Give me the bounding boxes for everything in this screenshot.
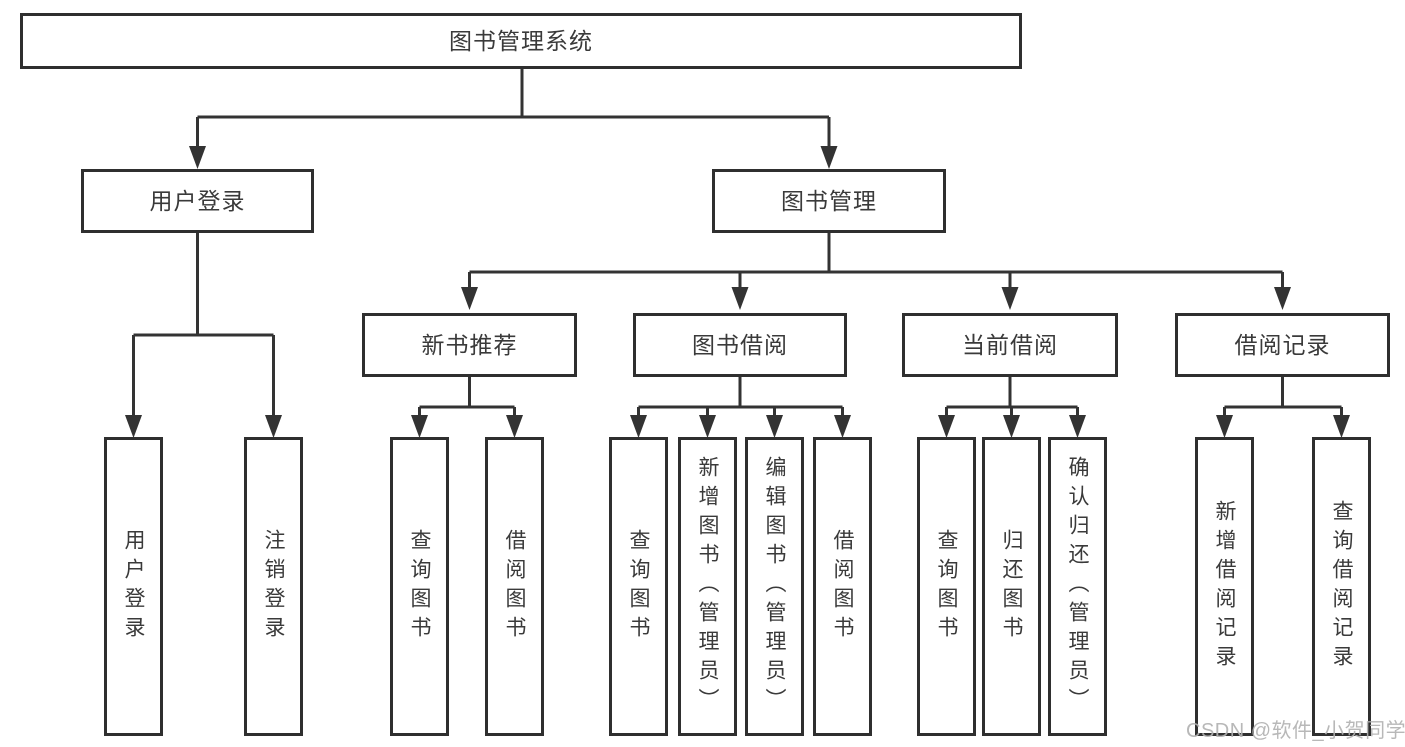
node-leaf-query-books-recommend: 查询图书 — [390, 437, 449, 736]
node-leaf-query-books-current: 查询图书 — [917, 437, 976, 736]
node-book-borrow: 图书借阅 — [633, 313, 847, 377]
node-book-management-branch: 图书管理 — [712, 169, 946, 233]
csdn-watermark: CSDN @软件_小贺同学 — [1186, 720, 1405, 742]
connector-new-book-recommend — [411, 377, 523, 438]
node-leaf-confirm-return-admin: 确认归还（管理员） — [1048, 437, 1107, 736]
node-leaf-query-borrow-record: 查询借阅记录 — [1312, 437, 1371, 736]
node-leaf-borrow-books: 借阅图书 — [813, 437, 872, 736]
node-leaf-logout: 注销登录 — [244, 437, 303, 736]
node-leaf-edit-books-admin: 编辑图书（管理员） — [745, 437, 804, 736]
node-leaf-query-books-borrow: 查询图书 — [609, 437, 668, 736]
node-leaf-borrow-books-recommend: 借阅图书 — [485, 437, 544, 736]
node-borrow-records: 借阅记录 — [1175, 313, 1390, 377]
connector-borrow-records — [1216, 377, 1350, 438]
node-leaf-add-books-admin: 新增图书（管理员） — [678, 437, 737, 736]
node-user-login-branch: 用户登录 — [81, 169, 314, 233]
connector-book-borrow — [630, 377, 851, 438]
node-new-book-recommend: 新书推荐 — [362, 313, 577, 377]
connector-current-borrow — [938, 377, 1086, 438]
node-current-borrow: 当前借阅 — [902, 313, 1118, 377]
connector-user-login-branch — [125, 233, 282, 438]
node-leaf-add-borrow-record: 新增借阅记录 — [1195, 437, 1254, 736]
node-leaf-return-books: 归还图书 — [982, 437, 1041, 736]
connector-book-management-branch — [461, 233, 1291, 310]
node-root-system: 图书管理系统 — [20, 13, 1022, 69]
node-leaf-user-login: 用户登录 — [104, 437, 163, 736]
connector-root-to-level2 — [189, 69, 838, 169]
